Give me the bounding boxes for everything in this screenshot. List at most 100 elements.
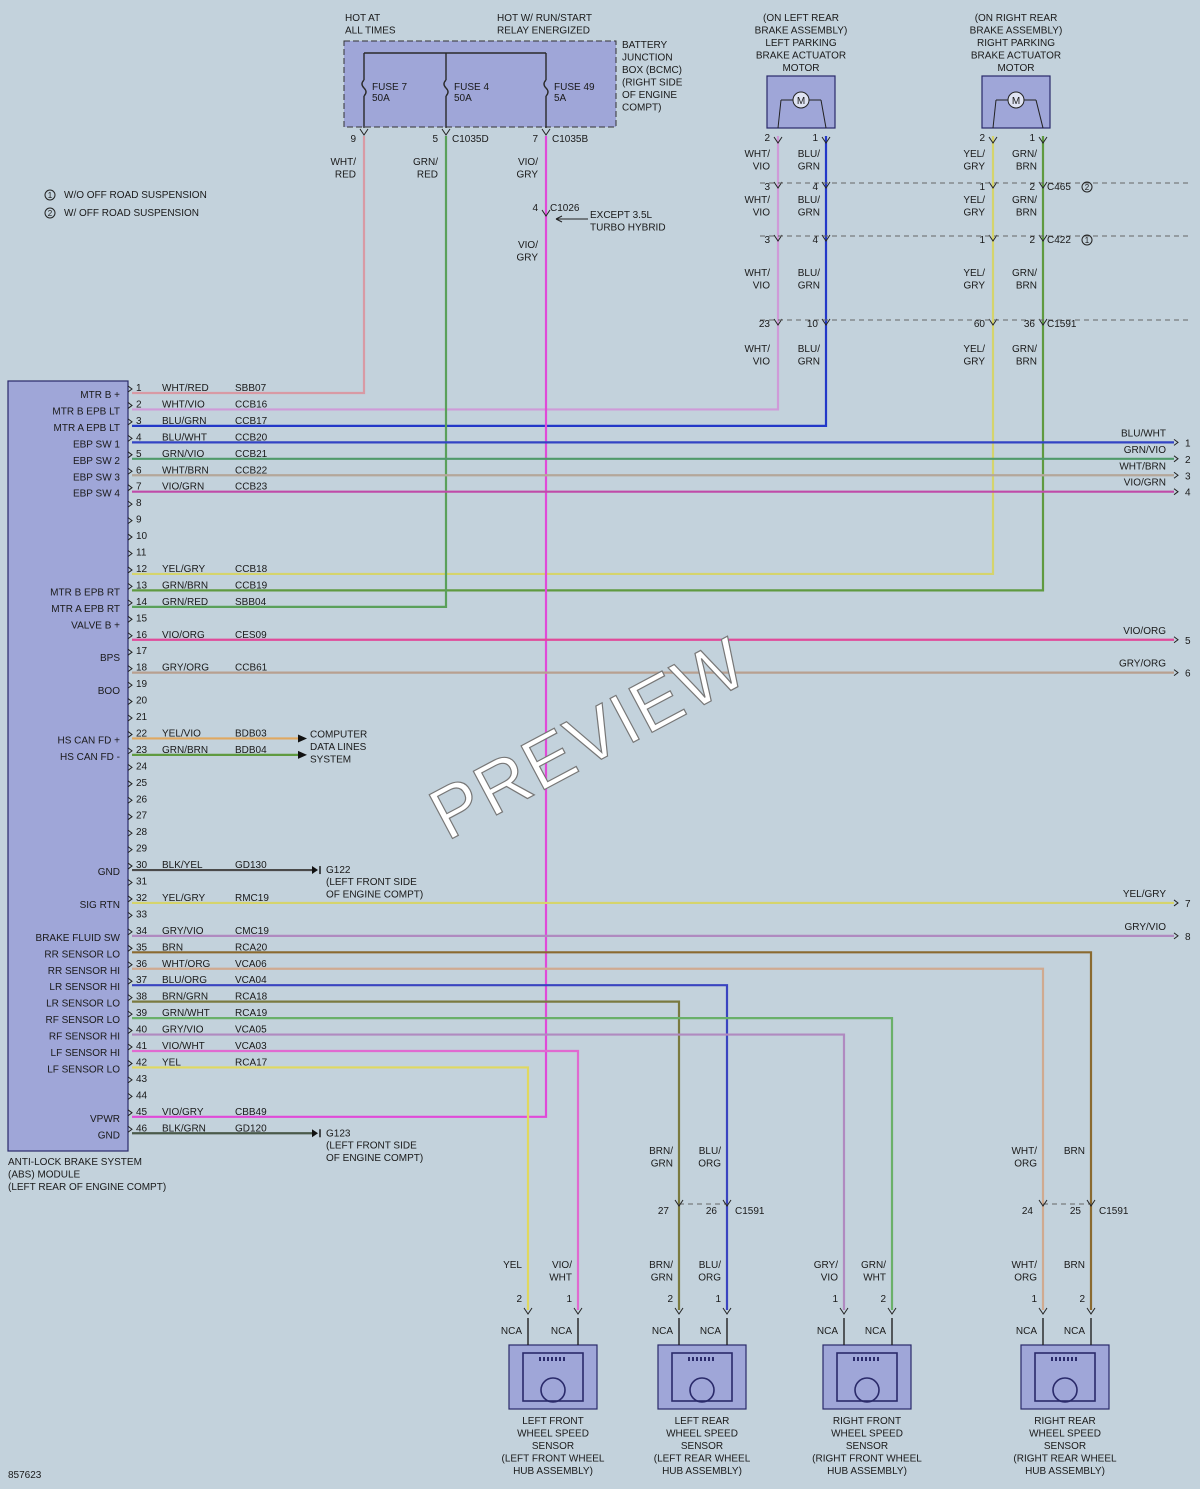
pin-number: 12 bbox=[136, 564, 148, 575]
motor-connector-pin: 4 bbox=[812, 182, 818, 193]
pin-label: GND bbox=[98, 867, 120, 878]
c1591-terminal bbox=[1086, 1199, 1096, 1207]
motor-connector-terminal bbox=[988, 234, 998, 242]
bjb-label: BATTERY bbox=[622, 40, 668, 51]
pin-terminal bbox=[127, 681, 133, 689]
wire-color-label: WHT/ORG bbox=[162, 959, 211, 970]
motor-connector-pin: 3 bbox=[764, 235, 770, 246]
sensor-name: (LEFT FRONT WHEEL bbox=[502, 1454, 605, 1465]
motor-connector-pin: 2 bbox=[1029, 235, 1035, 246]
motor-lead bbox=[820, 99, 827, 129]
sensor-upper-wire-color: BRN bbox=[1064, 1146, 1085, 1157]
motor-symbol: M bbox=[1012, 96, 1020, 107]
motor-connector-pin: 10 bbox=[807, 319, 819, 330]
sensor-wire-color: WHT bbox=[863, 1273, 886, 1284]
abs-module-title: (LEFT REAR OF ENGINE COMPT) bbox=[8, 1182, 166, 1193]
battery-junction-box bbox=[343, 40, 617, 128]
circuit-label: CCB21 bbox=[235, 449, 268, 460]
motor-wire-color: GRN bbox=[798, 162, 820, 173]
sensor-upper-wire-color: WHT/ bbox=[1011, 1146, 1037, 1157]
pin-label: RF SENSOR LO bbox=[46, 1015, 121, 1026]
pin-number: 43 bbox=[136, 1074, 148, 1085]
abs-module-body bbox=[7, 380, 129, 1152]
sensor-name: HUB ASSEMBLY) bbox=[513, 1466, 593, 1477]
pin-label: BRAKE FLUID SW bbox=[36, 933, 121, 944]
pin-label: EBP SW 3 bbox=[73, 472, 120, 483]
c1026-terminal bbox=[541, 209, 551, 217]
sensor-name: LEFT FRONT bbox=[522, 1416, 583, 1427]
sensor-terminal bbox=[1038, 1307, 1048, 1315]
circuit-label: VCA06 bbox=[235, 959, 267, 970]
note-circle bbox=[1081, 181, 1093, 193]
sensor-terminal bbox=[523, 1307, 533, 1315]
circuit-label: CBB49 bbox=[235, 1107, 267, 1118]
wire-sensor bbox=[132, 1049, 580, 1310]
pin-number: 21 bbox=[136, 712, 148, 723]
motor-connector-pin: 1 bbox=[1029, 133, 1035, 144]
pin-terminal bbox=[127, 1043, 133, 1051]
motor-wire-color: BLU/ bbox=[798, 195, 820, 206]
ground-symbol bbox=[312, 1129, 318, 1138]
sensor-nca: NCA bbox=[1064, 1326, 1085, 1337]
pin-label: RR SENSOR HI bbox=[48, 966, 120, 977]
wire-color-label: GRN/VIO bbox=[162, 449, 204, 460]
edge-connector-number: 6 bbox=[1185, 669, 1191, 680]
motor-wire-color: GRN bbox=[798, 281, 820, 292]
fuse-wire-color: RED bbox=[335, 170, 356, 181]
motor-name: LEFT PARKING bbox=[765, 38, 837, 49]
motor-lead bbox=[777, 99, 782, 129]
pin-number: 35 bbox=[136, 942, 148, 953]
pin-number: 36 bbox=[136, 959, 148, 970]
wire-sensor bbox=[132, 984, 729, 1310]
pin-label: MTR A EPB LT bbox=[54, 423, 121, 434]
pin-label: SIG RTN bbox=[80, 900, 120, 911]
motor-connector-terminal bbox=[821, 234, 831, 242]
pin-terminal bbox=[127, 862, 133, 870]
wheel-speed-sensor bbox=[1020, 1344, 1110, 1410]
preview-watermark: PREVIEW bbox=[417, 622, 760, 855]
motor-connector-terminal bbox=[821, 318, 831, 326]
sensor-pin: 2 bbox=[880, 1294, 886, 1305]
sensor-wire-color: GRN/ bbox=[861, 1260, 886, 1271]
pin-number: 3 bbox=[136, 416, 142, 427]
ground-location: (LEFT FRONT SIDE bbox=[326, 877, 417, 888]
sensor-magnet bbox=[836, 1352, 898, 1402]
pin-label: VALVE B + bbox=[71, 620, 120, 631]
motor-connector-pin: 60 bbox=[974, 319, 986, 330]
edge-connector-number: 4 bbox=[1185, 488, 1191, 499]
c1591-pin: 25 bbox=[1070, 1206, 1082, 1217]
pin-number: 32 bbox=[136, 893, 148, 904]
circuit-label: CCB23 bbox=[235, 482, 268, 493]
pin-label: LR SENSOR HI bbox=[49, 982, 120, 993]
fuse-pin-terminal bbox=[541, 128, 551, 136]
edge-connector-number: 3 bbox=[1185, 471, 1191, 482]
motor-wire-color: WHT/ bbox=[744, 195, 770, 206]
wire-valve-b-plus bbox=[132, 136, 448, 608]
wire-color-label: VIO/ORG bbox=[162, 630, 205, 641]
pin-number: 25 bbox=[136, 778, 148, 789]
pin-number: 14 bbox=[136, 597, 148, 608]
circuit-label: CCB61 bbox=[235, 663, 268, 674]
abs-module-title: (ABS) MODULE bbox=[8, 1170, 81, 1181]
fuse-name: FUSE 4 bbox=[454, 82, 489, 93]
computer-data-lines-label: COMPUTER bbox=[310, 729, 367, 740]
pin-terminal bbox=[127, 648, 133, 656]
fuse-wire-color: GRN/ bbox=[413, 157, 438, 168]
pin-terminal bbox=[127, 517, 133, 524]
pin-label: MTR B EPB RT bbox=[50, 587, 120, 598]
sensor-wire-color: ORG bbox=[698, 1273, 721, 1284]
fuse-pin: 9 bbox=[350, 134, 356, 145]
pin-terminal bbox=[127, 385, 133, 393]
pin-number: 30 bbox=[136, 860, 148, 871]
components-layer bbox=[7, 40, 1190, 1410]
pin-number: 15 bbox=[136, 613, 148, 624]
edge-wire-label: WHT/BRN bbox=[1119, 461, 1166, 472]
motor-wire-color: WHT/ bbox=[744, 268, 770, 279]
c1026-except-note: TURBO HYBRID bbox=[590, 223, 666, 234]
note-number: 2 bbox=[48, 209, 53, 218]
ground-symbol bbox=[312, 866, 318, 875]
wire-mtr-a-epb-rt bbox=[132, 136, 1045, 592]
ground-location: OF ENGINE COMPT) bbox=[326, 1153, 423, 1164]
c1591-connector: C1591 bbox=[735, 1206, 765, 1217]
sensor-name: LEFT REAR bbox=[675, 1416, 730, 1427]
